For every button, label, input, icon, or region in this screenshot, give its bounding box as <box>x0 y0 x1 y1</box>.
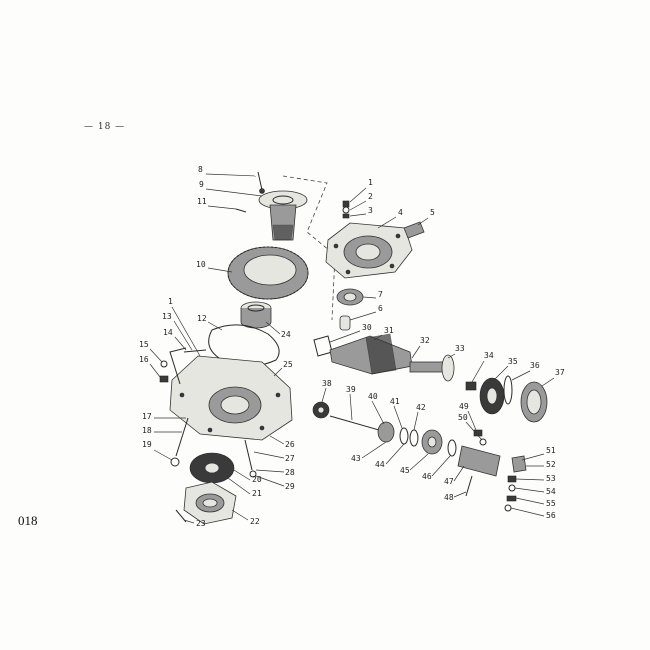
part-15-16-nut-washer <box>159 360 169 383</box>
callout-32: 32 <box>420 336 430 345</box>
callout-52: 52 <box>546 460 556 469</box>
callout-11: 11 <box>197 197 207 206</box>
callout-25: 25 <box>283 360 293 369</box>
callout-26: 26 <box>285 440 295 449</box>
callout-1b: 1 <box>168 297 173 306</box>
callout-50: 50 <box>458 413 468 422</box>
callout-46: 46 <box>422 472 432 481</box>
part-8-bolt <box>257 171 265 194</box>
callout-1a: 1 <box>368 178 373 187</box>
page-number: — 18 — <box>84 122 126 132</box>
callout-33: 33 <box>455 344 465 353</box>
callout-21: 21 <box>252 489 262 498</box>
callout-2: 2 <box>368 192 373 201</box>
callout-17: 17 <box>142 412 152 421</box>
callout-40: 40 <box>368 392 378 401</box>
part-31-shaft-sleeve <box>329 333 413 375</box>
callout-14: 14 <box>163 328 173 337</box>
part-30-yoke <box>313 335 333 357</box>
callout-7: 7 <box>378 290 383 299</box>
part-39-splined-shaft <box>329 415 387 433</box>
callout-10: 10 <box>196 260 206 269</box>
callout-labels: 8 9 11 10 1 2 3 4 5 7 6 24 12 <box>139 165 565 528</box>
part-12-gasket <box>208 324 280 367</box>
callout-48: 48 <box>444 493 454 502</box>
callout-3: 3 <box>368 206 373 215</box>
callout-55: 55 <box>546 499 556 508</box>
part-34-35-gear <box>465 377 505 415</box>
callout-5: 5 <box>430 208 435 217</box>
part-21-seal-disk <box>189 452 235 484</box>
part-4-cover-housing <box>325 222 413 279</box>
part-26-29-bolts <box>244 439 257 478</box>
callout-37: 37 <box>555 368 565 377</box>
callout-41: 41 <box>390 397 400 406</box>
callout-16: 16 <box>139 355 149 364</box>
part-24-bearing <box>240 301 272 329</box>
callout-13: 13 <box>162 312 172 321</box>
callout-27: 27 <box>285 454 295 463</box>
callout-19: 19 <box>142 440 152 449</box>
callout-15: 15 <box>139 340 149 349</box>
part-38-pinion <box>312 401 330 419</box>
callout-28: 28 <box>285 468 295 477</box>
part-40-45-bearing-set <box>377 421 443 455</box>
callout-49: 49 <box>459 402 469 411</box>
callout-30: 30 <box>362 323 372 332</box>
callout-24: 24 <box>281 330 291 339</box>
part-1-3-fasteners <box>342 200 350 219</box>
callout-23: 23 <box>196 519 206 528</box>
part-36-37-drum <box>503 375 548 423</box>
part-11-pin <box>235 208 247 213</box>
part-17-19-stud <box>170 417 189 467</box>
part-46-47-universal-joint <box>447 439 501 477</box>
part-6-bushing <box>339 315 351 331</box>
callout-56: 56 <box>546 511 556 520</box>
callout-42: 42 <box>416 403 426 412</box>
callout-18: 18 <box>142 426 152 435</box>
callout-47: 47 <box>444 477 454 486</box>
assembly-guide-dashed <box>282 175 336 321</box>
part-7-bearing <box>336 288 364 306</box>
callout-39: 39 <box>346 385 356 394</box>
callout-38: 38 <box>322 379 332 388</box>
callout-31: 31 <box>384 326 394 335</box>
plate-code: 018 <box>18 513 38 528</box>
callout-6: 6 <box>378 304 383 313</box>
callout-53: 53 <box>546 474 556 483</box>
callout-35: 35 <box>508 357 518 366</box>
part-51-56-fitting-set <box>504 455 527 512</box>
callout-45: 45 <box>400 466 410 475</box>
part-5-shaft <box>403 221 425 239</box>
part-9-pinion-flange <box>258 190 308 241</box>
callout-12: 12 <box>197 314 207 323</box>
main-gearbox-housing <box>169 347 293 441</box>
callout-44: 44 <box>375 460 385 469</box>
callout-8: 8 <box>198 165 203 174</box>
part-22-flange-plate <box>183 481 237 525</box>
callout-29: 29 <box>285 482 295 491</box>
callout-36: 36 <box>530 361 540 370</box>
callout-20: 20 <box>252 475 262 484</box>
callout-4: 4 <box>398 208 403 217</box>
callout-51: 51 <box>546 446 556 455</box>
part-10-crown-wheel <box>227 246 309 300</box>
part-48-pin <box>465 475 473 497</box>
callout-22: 22 <box>250 517 260 526</box>
callout-9: 9 <box>199 180 204 189</box>
callout-34: 34 <box>484 351 494 360</box>
callout-54: 54 <box>546 487 556 496</box>
callout-43: 43 <box>351 454 361 463</box>
part-32-33-shaft-flange <box>409 354 455 382</box>
